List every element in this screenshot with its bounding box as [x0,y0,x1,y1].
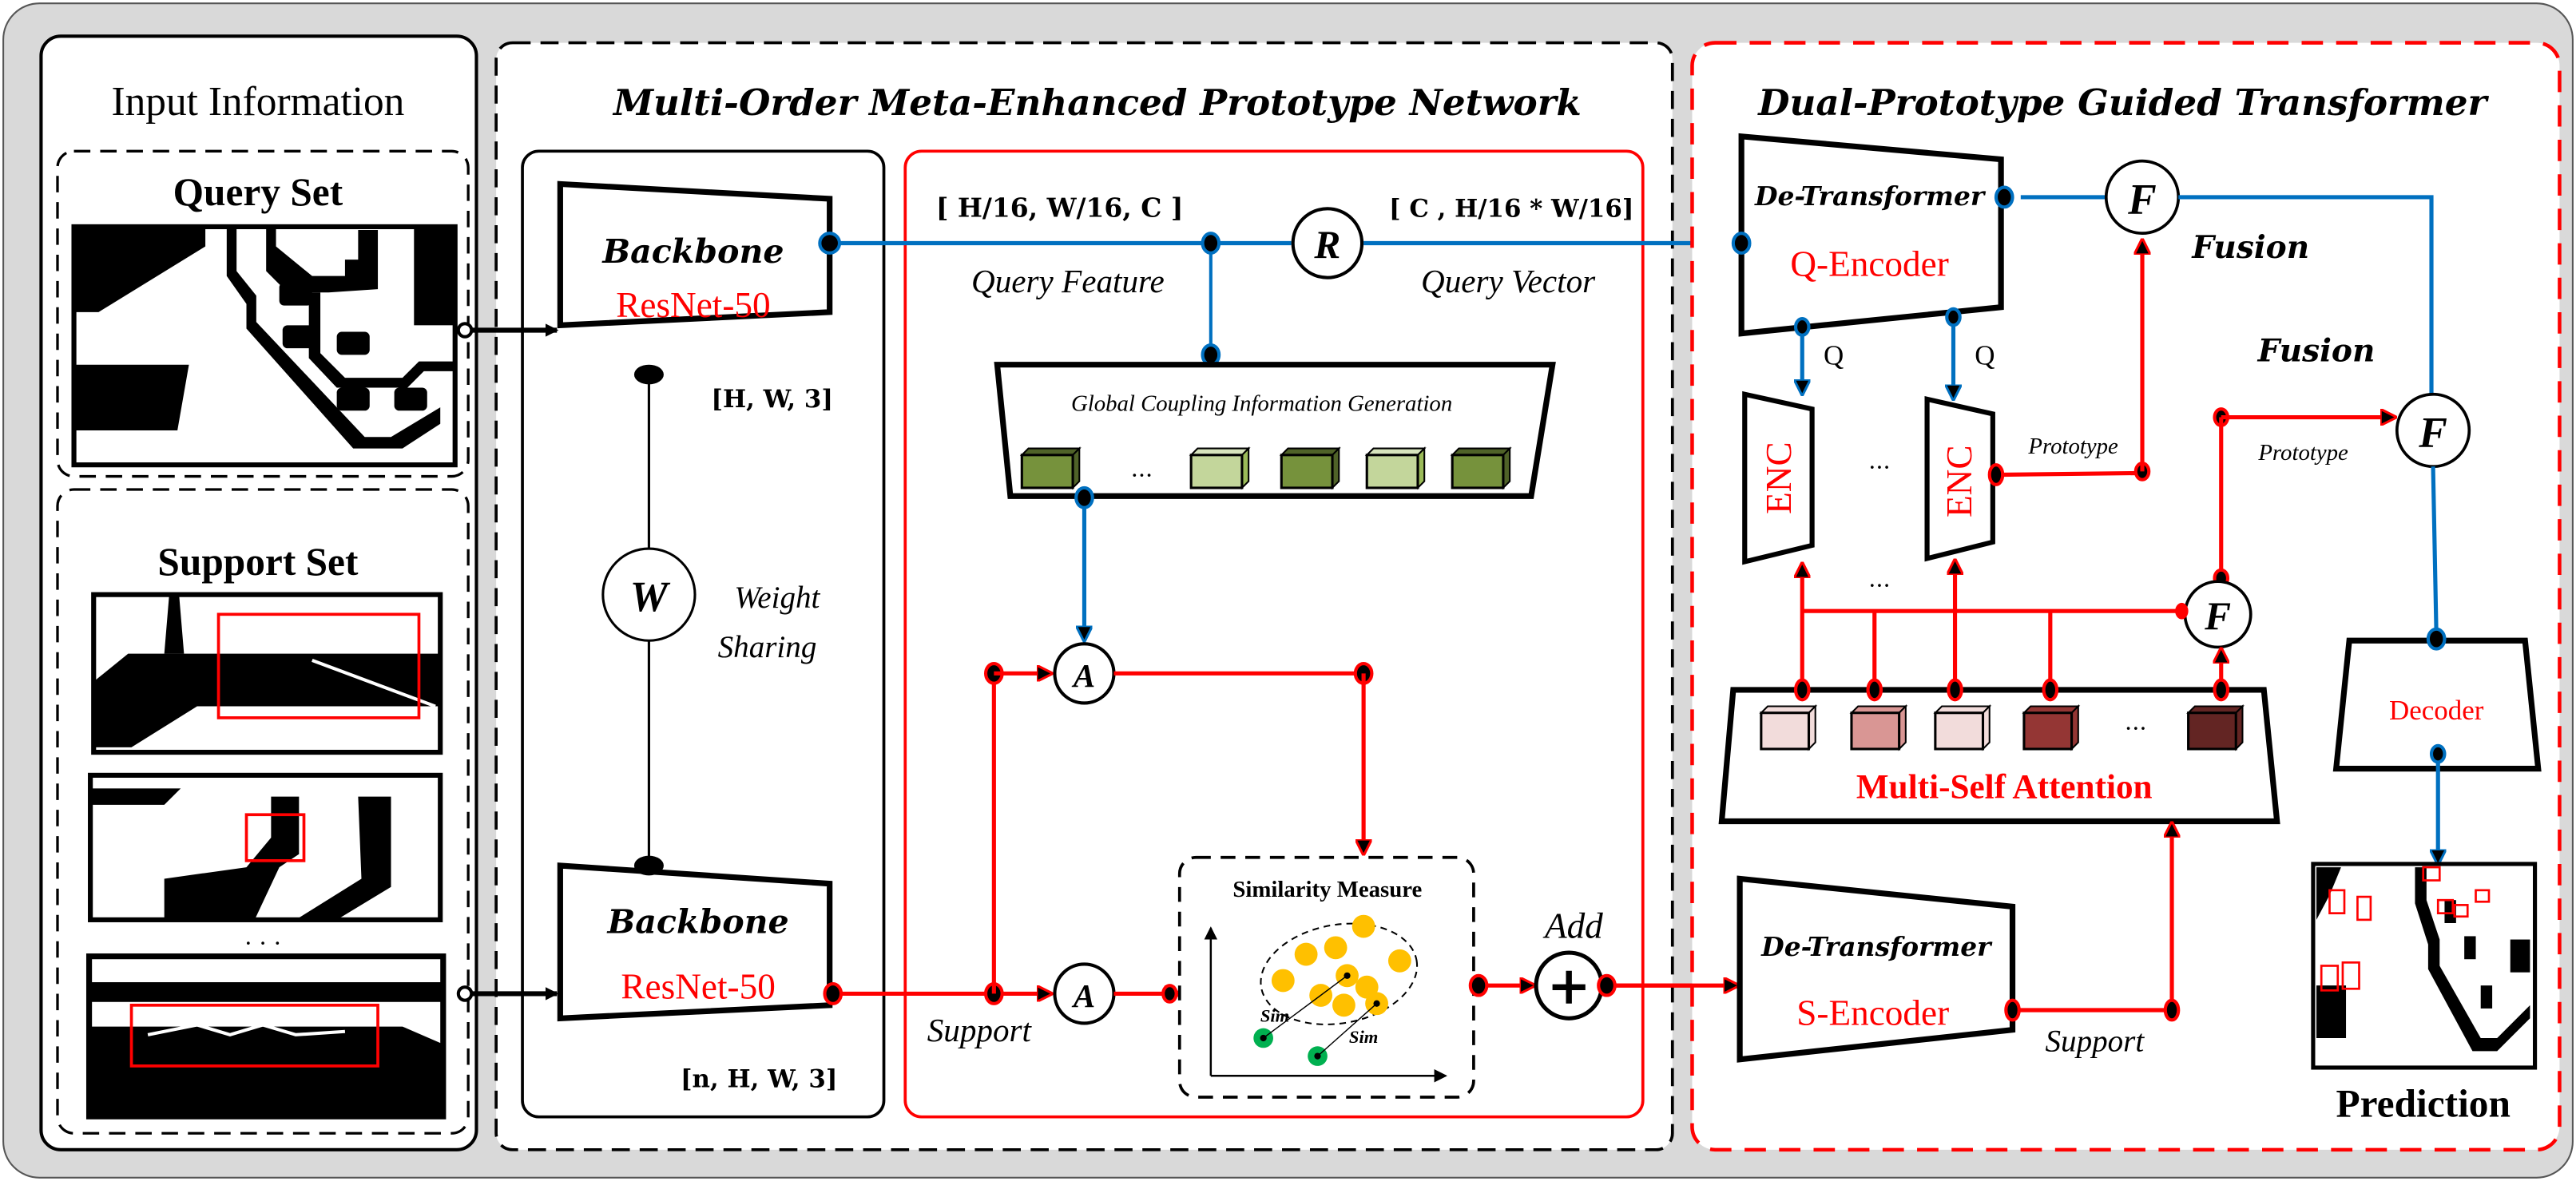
label: Support [2046,1024,2145,1058]
label: W [630,573,671,620]
query-feature-shape: [ H/16, W/16, C ] [936,192,1184,224]
label: Fusion [2257,333,2376,370]
query-set-box [56,149,470,478]
mompn-panel: Multi-Order Meta-Enhanced Prototype Netw… [456,41,1742,1151]
label: ENC [1939,445,1979,517]
support-input-arrow [456,985,559,1002]
prototype-flow: Prototype F Fusion Fusion F Prototype F [1802,159,2471,690]
add-node: + Add [1468,906,1738,1020]
label: S-Encoder [1796,993,1949,1033]
label: Backbone [601,232,784,271]
label: ResNet-50 [616,285,770,325]
meta-enhancement-panel [903,149,1645,1119]
query-feature-flow: R [ H/16, W/16, C ] [ C , H/16 * W/16] Q… [818,192,1742,367]
query-feature-label: Query Feature [971,263,1165,299]
label: Q-Encoder [1790,244,1948,284]
enc-block-2: ENC [1924,396,1995,562]
weight-sharing: W Weight Sharing [601,364,821,876]
dpgt-title: Dual-Prototype Guided Transformer [1756,81,2489,124]
support-shape-label: [n, H, W, 3] [681,1065,837,1094]
label: Q [1975,340,1995,371]
label: ... [1868,446,1890,474]
label: Prototype [2027,434,2118,459]
label: ... [1131,455,1153,482]
global-coupling-module: Global Coupling Information Generation .… [994,362,1556,641]
label: Q [1824,340,1844,371]
decoder: Decoder [2332,627,2542,864]
support-image-1 [91,592,443,755]
weight-sharing-icon [601,547,697,642]
dpgt-panel: Dual-Prototype Guided Transformer De-Tra… [1614,41,2562,1152]
label: Decoder [2389,695,2484,726]
support-image-3 [85,953,447,1120]
similarity-measure: Similarity Measure Sim Sim [1177,855,1475,1099]
label: De-Transformer [1760,931,1993,962]
query-input-arrow [456,322,559,339]
label: F [2127,175,2157,223]
label: ... [1868,565,1890,592]
attention-token-cube [1933,704,1992,751]
query-set-title: Query Set [173,170,343,214]
query-image [71,224,458,468]
mompn-title: Multi-Order Meta-Enhanced Prototype Netw… [612,81,1582,124]
support-label: Support [927,1012,1033,1048]
prediction-image: Prediction [2311,862,2538,1126]
feature-cube [1450,446,1512,490]
label: ResNet-50 [621,967,775,1007]
attention-token-cube [1759,704,1818,751]
support-ellipsis: . . . [244,923,281,950]
feature-cube [1019,446,1082,490]
backbone-support: Backbone ResNet-50 [n, H, W, 3] [557,862,837,1094]
multi-self-attention: ... Multi-Self Attention [1718,678,2280,1011]
support-flow: A A Support [823,642,1374,1048]
add-label: Add [1542,906,1603,946]
label: Sharing [718,630,817,664]
label: A [1071,977,1095,1014]
label: ... [2125,707,2146,735]
label: Fusion [2191,229,2309,266]
label: Weight [734,581,820,615]
reshape-icon [1291,207,1364,279]
input-panel: Input Information Query Set Support Set [39,34,478,1151]
feature-cube [1189,446,1251,490]
attention-token-cube [2022,704,2081,751]
attention-token-cube [2186,704,2245,751]
label: Similarity Measure [1232,877,1422,902]
attention-token-cube [1849,704,1908,751]
support-set-box [56,488,470,1135]
feature-cube [1364,446,1427,490]
label: Sim [1260,1005,1289,1025]
enc-block-1: ENC [1742,390,1815,565]
backbone-query: Backbone ResNet-50 [H, W, 3] [557,180,833,414]
label: Prototype [2257,440,2348,466]
feature-cube [1279,446,1341,490]
support-image-2 [88,772,443,922]
input-title: Input Information [111,79,404,125]
label: F [2204,594,2231,638]
label: F [2418,409,2447,457]
label: De-Transformer [1754,180,1987,212]
label: Backbone [607,902,789,941]
label: ENC [1759,442,1799,513]
label: A [1071,657,1095,694]
label: + [1547,954,1591,1017]
query-vector-shape: [ C , H/16 * W/16] [1389,195,1633,224]
support-set-title: Support Set [157,540,359,584]
query-vector-label: Query Vector [1421,263,1596,299]
label: R [1313,223,1340,267]
s-encoder: De-Transformer S-Encoder Support [1737,875,2181,1063]
prediction-label: Prediction [2336,1082,2511,1126]
label: Global Coupling Information Generation [1071,390,1452,416]
label: Multi-Self Attention [1856,769,2153,806]
label: Sim [1349,1027,1378,1047]
q-encoder: De-Transformer Q-Encoder Q Q [1731,133,2014,399]
query-shape-label: [H, W, 3] [711,385,833,414]
